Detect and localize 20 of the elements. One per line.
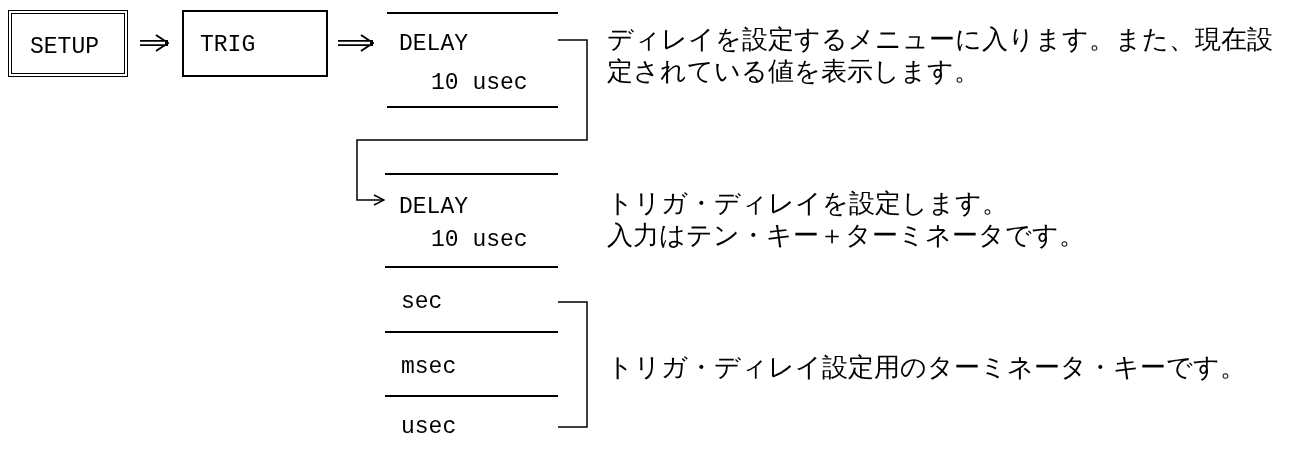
key-label: msec xyxy=(401,353,457,381)
key-label: usec xyxy=(401,413,457,441)
description-text: トリガ・ディレイ設定用のターミネータ・キーです。 xyxy=(607,351,1246,383)
key-label: SETUP xyxy=(30,33,99,61)
double-arrow xyxy=(338,34,374,52)
description-text: 入力はテン・キー＋ターミネータです。 xyxy=(607,219,1085,251)
description-text: ディレイを設定するメニューに入ります。また、現在設定されている値を表示します。 xyxy=(607,23,1274,87)
key-label: sec xyxy=(401,288,443,316)
connector-arrow xyxy=(356,39,588,206)
key-label: DELAY xyxy=(399,193,468,221)
double-arrow xyxy=(140,34,169,52)
value-text: 10 usec xyxy=(431,69,528,97)
menu-key-box xyxy=(182,10,328,77)
softkey-label xyxy=(387,12,558,108)
menu-key-box xyxy=(8,10,128,77)
key-label: DELAY xyxy=(399,30,468,58)
value-text: 10 usec xyxy=(431,226,528,254)
description-text: トリガ・ディレイを設定します。 xyxy=(607,187,1008,219)
key-label: TRIG xyxy=(200,31,256,59)
softkey-label xyxy=(385,173,558,268)
